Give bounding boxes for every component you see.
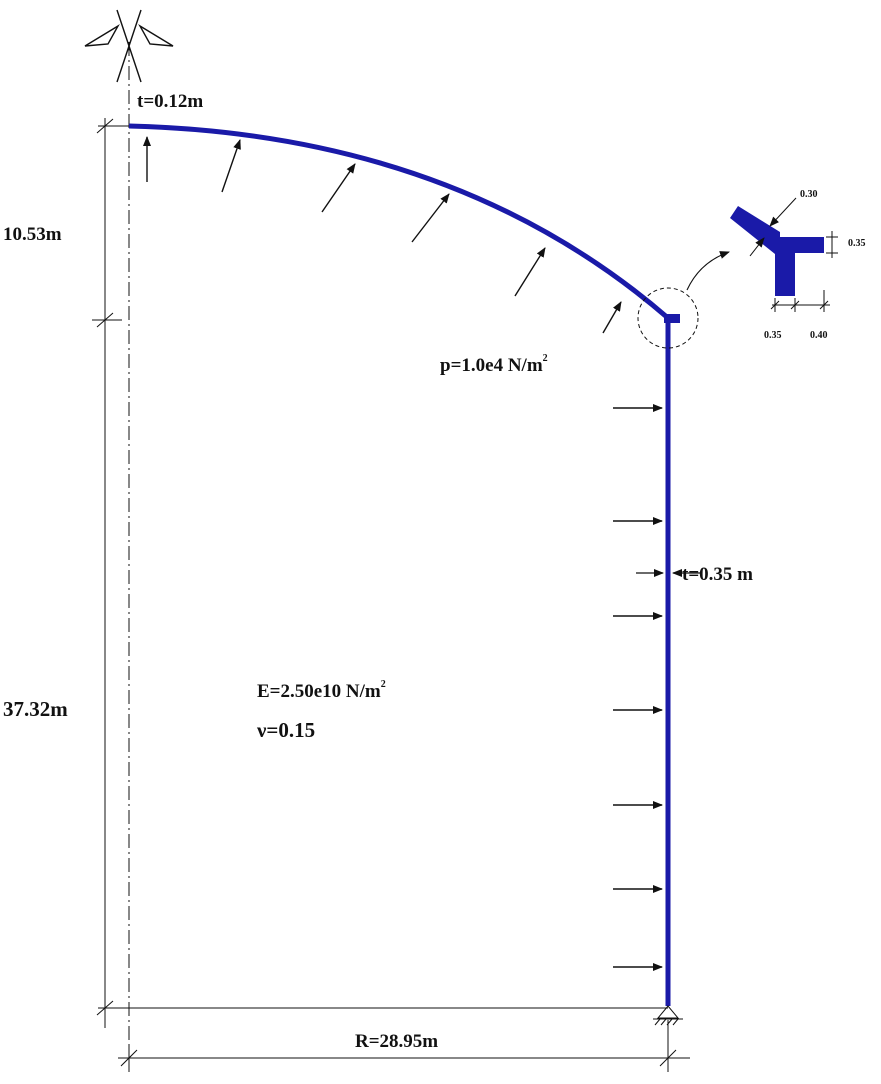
bottom-dimension-line: [118, 1020, 690, 1072]
left-dimension-line: [92, 118, 136, 1028]
pressure-label: p=1.0e4 N/m2: [440, 353, 548, 376]
symmetry-axis-icon: [84, 9, 174, 83]
pressure-arrow: [221, 139, 241, 193]
wall-height-label: 37.32m: [3, 697, 68, 721]
detail-circle: [637, 287, 699, 349]
modulus-exponent: 2: [381, 679, 386, 690]
hinge-support-icon: [653, 1005, 683, 1026]
ring-dim-top: 0.30: [800, 189, 818, 200]
modulus-text: E=2.50e10 N/m: [257, 681, 381, 702]
detail-callout-arrow: [686, 251, 730, 291]
wall-pressure-arrows: [613, 404, 663, 971]
wall-thickness-label: t=0.35 m: [682, 564, 753, 585]
pressure-arrow: [321, 163, 356, 213]
ring-dim-bottom-left: 0.35: [764, 330, 782, 341]
pressure-exponent: 2: [543, 353, 548, 364]
ring-beam-section-detail: 0.30 0.35 0.35 0.40: [730, 189, 866, 341]
radius-label: R=28.95m: [355, 1031, 438, 1052]
dome-thickness-label: t=0.12m: [137, 91, 203, 112]
ring-dim-bottom-right: 0.40: [810, 330, 828, 341]
pressure-arrow: [602, 301, 622, 334]
ring-dim-right: 0.35: [848, 238, 866, 249]
dome-pressure-arrows: [143, 136, 622, 334]
ring-beam: [664, 314, 680, 323]
poisson-label: ν=0.15: [256, 718, 315, 742]
dome-shell: [128, 123, 670, 320]
ring-beam-section: [730, 206, 824, 296]
pressure-arrow: [514, 247, 546, 297]
pressure-text: p=1.0e4 N/m: [440, 355, 543, 376]
dome-height-label: 10.53m: [3, 224, 62, 245]
pressure-arrow: [411, 193, 450, 243]
modulus-label: E=2.50e10 N/m2: [257, 679, 386, 702]
